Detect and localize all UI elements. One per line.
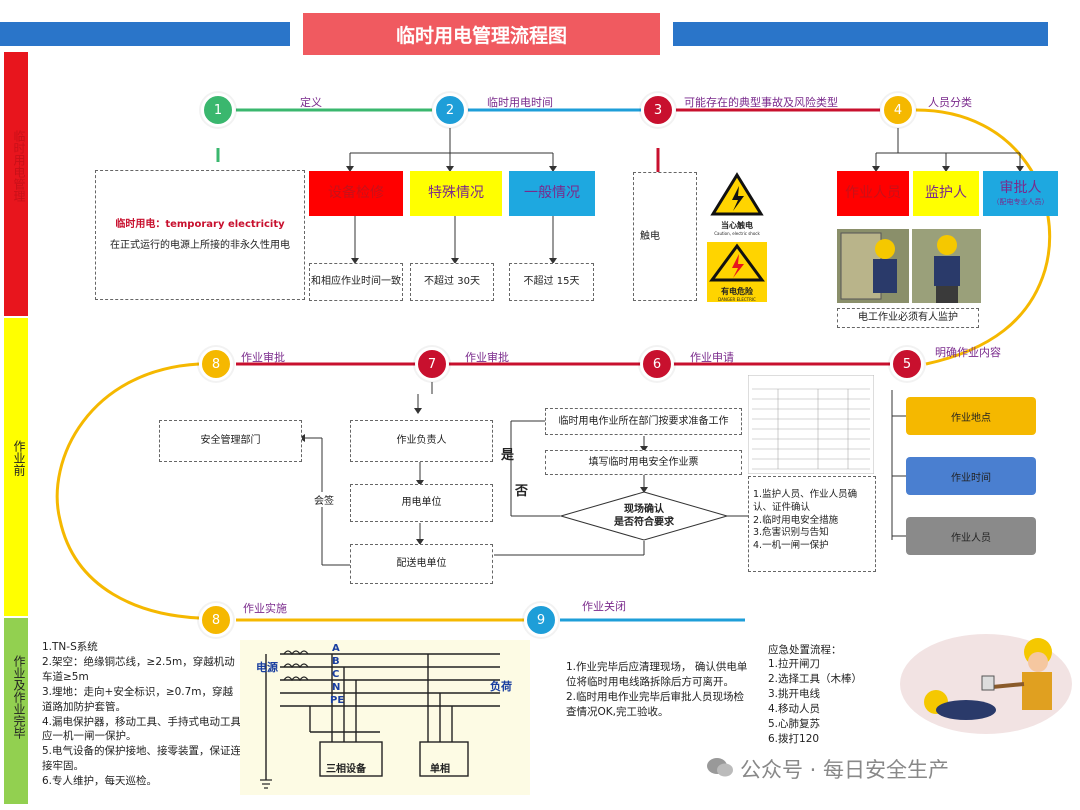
definition-box: 临时用电：temporary electricity 在正式运行的电源上所接的非… — [95, 170, 305, 300]
circuit-line-b: B — [332, 656, 340, 667]
wechat-icon — [706, 756, 734, 778]
caution-electric-shock-sign: 当心触电 Caution, electric shock — [710, 172, 764, 238]
circuit-line-n: N — [332, 682, 341, 693]
time-note-normal: 不超过 15天 — [509, 263, 594, 301]
approve-safety-dept: 安全管理部门 — [159, 420, 302, 462]
step-6-circle: 6 — [640, 347, 674, 381]
people-approver-title: 审批人 — [999, 180, 1042, 197]
emergency-list: 1.拉开闸刀 2.选择工具（木棒） 3.挑开电线 4.移动人员 5.心肺复苏 6… — [768, 657, 862, 746]
no-label: 否 — [515, 484, 529, 499]
circuit-line-a: A — [332, 643, 340, 654]
definition-text: 在正式运行的电源上所接的非永久性用电 — [110, 240, 290, 251]
approve-unit: 用电单位 — [350, 484, 493, 522]
approve-power-unit: 配送电单位 — [350, 544, 493, 584]
tag-work-personnel: 作业人员 — [906, 517, 1036, 555]
caution-sign-label: 当心触电 — [721, 221, 753, 230]
confirm-diamond — [560, 491, 728, 541]
page-title: 临时用电管理流程图 — [303, 13, 660, 55]
people-approver: 审批人 （配电专业人员） — [983, 171, 1058, 216]
band-before — [4, 318, 28, 616]
yes-label: 是 — [501, 448, 515, 463]
emergency-item: 6.拨打120 — [768, 732, 820, 745]
step-8a-circle: 8 — [199, 347, 233, 381]
circuit-three-phase-label: 三相设备 — [326, 764, 366, 775]
step-9-label: 作业关闭 — [582, 600, 626, 613]
step-5-circle: 5 — [890, 347, 924, 381]
circuit-load-label: 负荷 — [490, 680, 512, 693]
step-7-label: 作业审批 — [465, 351, 509, 364]
step-8a-label: 作业审批 — [241, 351, 285, 364]
circuit-line-pe: PE — [330, 695, 345, 706]
header-bar-left — [0, 22, 290, 46]
work-ticket-form-image — [748, 375, 874, 474]
close-text: 1.作业完毕后应清理现场， 确认供电单位将临时用电线路拆除后方可离开。 2.临时… — [566, 661, 748, 718]
step-8b-circle: 8 — [199, 603, 233, 637]
countersign-label: 会签 — [314, 492, 334, 507]
step-4-label: 人员分类 — [928, 96, 972, 109]
implement-list: 1.TN-S系统 2.架空：绝缘铜芯线，≥2.5m，穿越机动车道≥5m 3.埋地… — [42, 641, 242, 788]
people-note: 电工作业必须有人监护 — [837, 308, 979, 328]
emergency-item: 1.拉开闸刀 — [768, 658, 821, 670]
people-approver-sub: （配电专业人员） — [992, 198, 1049, 207]
step-9-circle: 9 — [524, 603, 558, 637]
people-guardian: 监护人 — [913, 171, 979, 216]
circuit-diagram: 电源 负荷 A B C N PE 三相设备 单相 — [240, 640, 530, 795]
tag-work-location: 作业地点 — [906, 397, 1036, 435]
step-1-label: 定义 — [300, 96, 322, 109]
step-4-circle: 4 — [881, 93, 915, 127]
time-note-maintenance: 和相应作业时间一致 — [309, 263, 403, 301]
circuit-source-label: 电源 — [256, 661, 278, 674]
rescue-illustration — [900, 634, 1072, 734]
risk-box: 触电 — [633, 172, 697, 301]
electrician-illustration — [837, 229, 981, 303]
watermark-text: 公众号 · 每日安全生产 — [740, 758, 950, 782]
definition-term: 临时用电：temporary electricity — [115, 218, 285, 230]
emergency-item: 4.移动人员 — [768, 702, 821, 715]
step-3-label: 可能存在的典型事故及风险类型 — [684, 96, 838, 109]
step-5-label: 明确作业内容 — [935, 346, 1001, 359]
step-2-label: 临时用电时间 — [487, 96, 553, 109]
time-note-special: 不超过 30天 — [410, 263, 494, 301]
time-head-maintenance: 设备检修 — [309, 171, 403, 216]
emergency-item: 2.选择工具（木棒） — [768, 672, 863, 685]
circuit-single-label: 单相 — [430, 764, 450, 775]
danger-electric-sign: 有电危险 DANGER ELECTRIC — [707, 242, 767, 302]
emergency-item: 5.心肺复苏 — [768, 717, 821, 730]
emergency-title: 应急处置流程： — [768, 644, 842, 656]
step-6-label: 作业申请 — [690, 351, 734, 364]
band-label-during: 作业及作业完毕 — [12, 655, 26, 739]
circuit-line-c: C — [332, 669, 340, 680]
step-3-circle: 3 — [641, 93, 675, 127]
apply-prepare: 临时用电作业所在部门按要求准备工作 — [545, 408, 742, 435]
confirm-checklist: 1.监护人员、作业人员确认、证件确认 2.临时用电安全措施 3.危害识别与告知 … — [748, 476, 876, 572]
step-7-circle: 7 — [415, 347, 449, 381]
circuit-wires — [260, 650, 500, 789]
tag-work-time: 作业时间 — [906, 457, 1036, 495]
step-1-circle: 1 — [201, 93, 235, 127]
header-bar-right — [673, 22, 1048, 46]
people-operator: 作业人员 — [837, 171, 909, 216]
band-label-before: 作业前 — [12, 440, 26, 476]
band-label-management: 临时用电管理 — [12, 130, 26, 202]
danger-sign-label: 有电危险 — [721, 287, 753, 296]
danger-sign-label-en: DANGER ELECTRIC — [718, 297, 756, 302]
approve-leader: 作业负责人 — [350, 420, 493, 462]
risk-text: 触电 — [640, 230, 660, 242]
confirm-diamond-text: 现场确认 是否符合要求 — [590, 500, 698, 532]
apply-fill-ticket: 填写临时用电安全作业票 — [545, 450, 742, 475]
time-head-special: 特殊情况 — [410, 171, 502, 216]
caution-sign-label-en: Caution, electric shock — [714, 231, 760, 236]
time-head-normal: 一般情况 — [509, 171, 595, 216]
emergency-item: 3.挑开电线 — [768, 687, 821, 700]
band-during — [4, 618, 28, 804]
confirm-text: 现场确认 是否符合要求 — [614, 503, 674, 529]
band-management — [4, 52, 28, 316]
step-2-circle: 2 — [433, 93, 467, 127]
step-8b-label: 作业实施 — [243, 602, 287, 615]
